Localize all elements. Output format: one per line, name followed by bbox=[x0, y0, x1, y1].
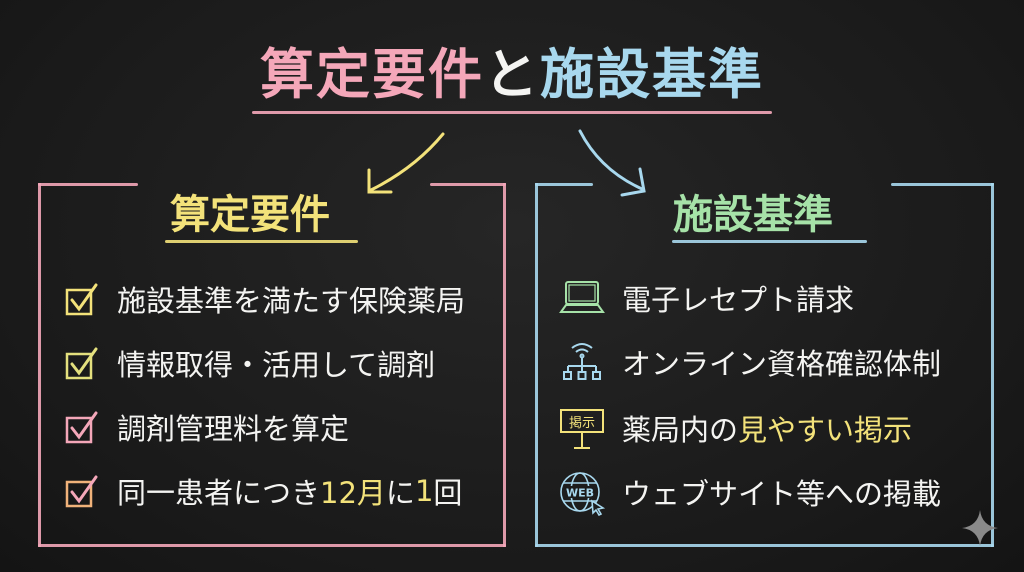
item-text: 情報取得・活用して調剤 bbox=[117, 348, 436, 382]
list-item: 施設基準を満たす保険薬局 bbox=[65, 278, 465, 320]
item-text: 施設基準を満たす保険薬局 bbox=[117, 284, 466, 318]
arrow-left-icon bbox=[367, 132, 445, 194]
item-text: 回 bbox=[433, 476, 463, 510]
checkbox-icon bbox=[65, 283, 98, 316]
list-item: 電子レセプト請求 bbox=[558, 274, 854, 322]
title-underline bbox=[252, 111, 772, 114]
checkbox-icon bbox=[65, 475, 98, 508]
list-item: オンライン資格確認体制 bbox=[558, 338, 941, 386]
title-part-standards: 施設基準 bbox=[540, 43, 764, 106]
laptop-icon bbox=[559, 281, 605, 313]
signboard-icon: 掲示 bbox=[560, 409, 604, 449]
checkbox-icon bbox=[65, 347, 98, 380]
checkbox-icon bbox=[65, 411, 98, 444]
standards-heading: 施設基準 bbox=[673, 192, 833, 238]
arrow-right-icon bbox=[578, 129, 646, 197]
svg-text:掲示: 掲示 bbox=[569, 415, 595, 431]
list-item: WEB ウェブサイト等への掲載 bbox=[558, 468, 941, 516]
item-highlight: 1 bbox=[414, 474, 434, 508]
list-item: 掲示 薬局内の見やすい掲示 bbox=[558, 404, 912, 452]
item-highlight: 12月 bbox=[320, 476, 386, 510]
list-item: 情報取得・活用して調剤 bbox=[65, 342, 435, 384]
svg-text:WEB: WEB bbox=[566, 487, 594, 500]
item-highlight: 見やすい掲示 bbox=[738, 413, 913, 447]
item-text: 電子レセプト請求 bbox=[622, 283, 855, 317]
web-globe-icon: WEB bbox=[560, 472, 606, 516]
item-text: オンライン資格確認体制 bbox=[622, 347, 942, 381]
item-text: に bbox=[385, 476, 415, 510]
title-connector: と bbox=[484, 43, 540, 106]
network-icon bbox=[563, 343, 601, 380]
item-text: 薬局内の bbox=[622, 413, 739, 447]
requirements-heading: 算定要件 bbox=[170, 192, 330, 238]
list-item: 調剤管理料を算定 bbox=[65, 406, 349, 448]
item-text: ウェブサイト等への掲載 bbox=[622, 477, 942, 511]
sparkle-icon bbox=[962, 510, 998, 546]
page-title: 算定要件と施設基準 bbox=[0, 30, 1024, 109]
item-text: 調剤管理料を算定 bbox=[117, 412, 350, 446]
title-part-requirements: 算定要件 bbox=[260, 43, 484, 106]
item-text: 同一患者につき bbox=[117, 476, 321, 510]
